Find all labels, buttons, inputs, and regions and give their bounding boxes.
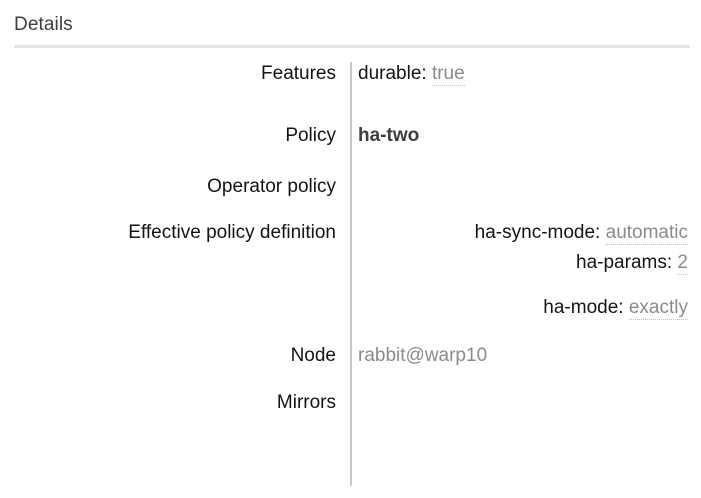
page-title: Details (14, 14, 73, 35)
details-rows: Features durable: true Policy ha-two Ope… (0, 62, 701, 431)
detail-value-mirrors (336, 391, 701, 415)
detail-row-mirrors: Mirrors (0, 391, 701, 431)
detail-label-policy: Policy (285, 125, 336, 146)
policy-name-link[interactable]: ha-two (358, 125, 420, 146)
detail-row-operator-policy: Operator policy (0, 175, 701, 221)
detail-label-operator-policy: Operator policy (207, 176, 336, 197)
detail-row-features: Features durable: true (0, 62, 701, 124)
detail-label-node: Node (290, 345, 336, 366)
detail-value-policy: ha-two (336, 124, 701, 148)
detail-row-effective-policy-definition: Effective policy definition ha-sync-mode… (0, 221, 701, 251)
column-divider (350, 62, 352, 486)
detail-value-effective-policy-definition: ha-sync-mode: automatic (336, 221, 701, 245)
effective-policy-line-3: ha-mode: exactly (358, 296, 688, 320)
detail-row-effective-policy-definition-3: ha-mode: exactly (0, 296, 701, 344)
detail-label-mirrors: Mirrors (276, 392, 336, 413)
detail-row-node: Node rabbit@warp10 (0, 344, 701, 391)
detail-value-effective-policy-definition-3: ha-mode: exactly (336, 296, 701, 320)
detail-value-node: rabbit@warp10 (336, 344, 701, 368)
detail-row-effective-policy-definition-2: ha-params: 2 (0, 251, 701, 296)
ha-sync-mode-value[interactable]: automatic (605, 222, 688, 245)
detail-label-features: Features (261, 63, 336, 84)
detail-value-features: durable: true (336, 62, 701, 86)
ha-params-value[interactable]: 2 (677, 252, 688, 275)
detail-row-policy: Policy ha-two (0, 124, 701, 175)
detail-label-effective-policy-definition: Effective policy definition (128, 222, 336, 243)
feature-durable-key: durable: (358, 63, 427, 84)
ha-mode-value[interactable]: exactly (628, 297, 688, 320)
detail-value-effective-policy-definition-2: ha-params: 2 (336, 251, 701, 275)
feature-durable: durable: true (358, 63, 465, 86)
feature-durable-value[interactable]: true (431, 63, 465, 86)
heading-divider (14, 45, 690, 48)
effective-policy-line-1: ha-sync-mode: automatic (358, 221, 688, 245)
ha-sync-mode-key: ha-sync-mode: (474, 222, 601, 243)
detail-value-operator-policy (336, 175, 701, 199)
ha-mode-key: ha-mode: (543, 297, 624, 318)
node-name: rabbit@warp10 (358, 345, 488, 366)
effective-policy-line-2: ha-params: 2 (358, 251, 688, 275)
ha-params-key: ha-params: (576, 252, 673, 273)
